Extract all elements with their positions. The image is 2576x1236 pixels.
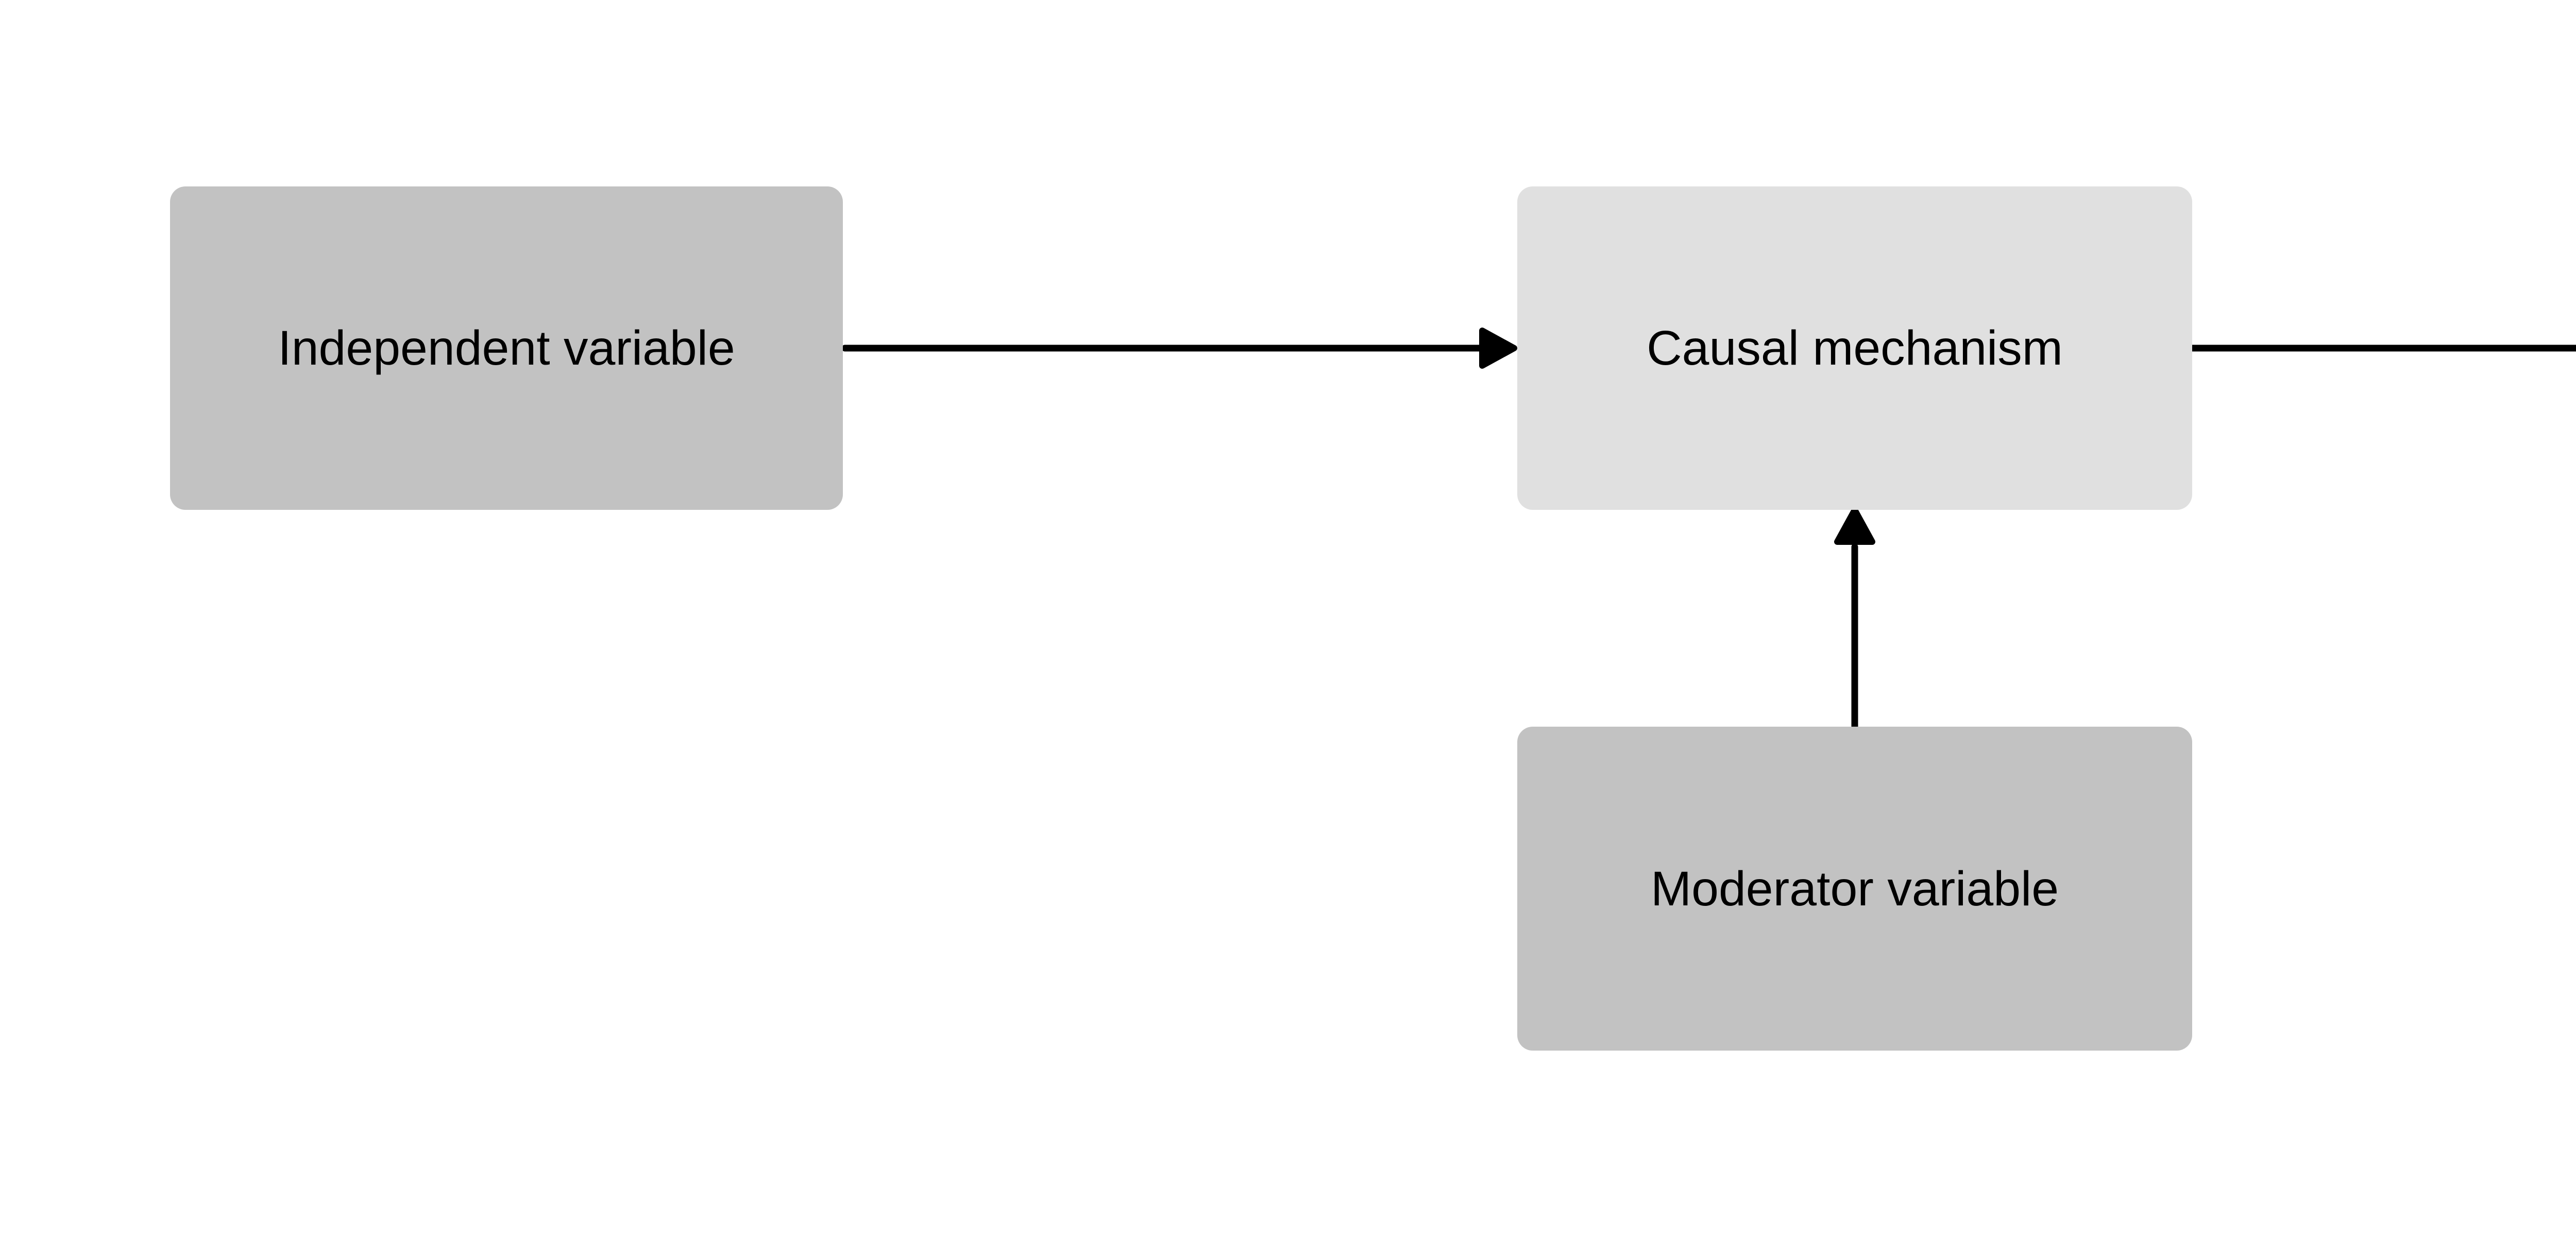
arrowhead-right-icon — [1479, 328, 1517, 369]
node-causal-mechanism: Causal mechanism — [1517, 186, 2192, 510]
node-moderator-variable: Moderator variable — [1517, 727, 2192, 1051]
arrow-causal-to-dependent — [2189, 345, 2576, 352]
node-label: Moderator variable — [1650, 861, 2059, 916]
node-label: Causal mechanism — [1647, 321, 2063, 375]
arrow-moderator-to-causal — [1834, 507, 1875, 730]
arrowhead-up-icon — [1834, 507, 1875, 545]
node-independent-variable: Independent variable — [170, 186, 843, 510]
arrow-independent-to-causal — [841, 328, 1517, 369]
node-label: Independent variable — [278, 321, 735, 375]
